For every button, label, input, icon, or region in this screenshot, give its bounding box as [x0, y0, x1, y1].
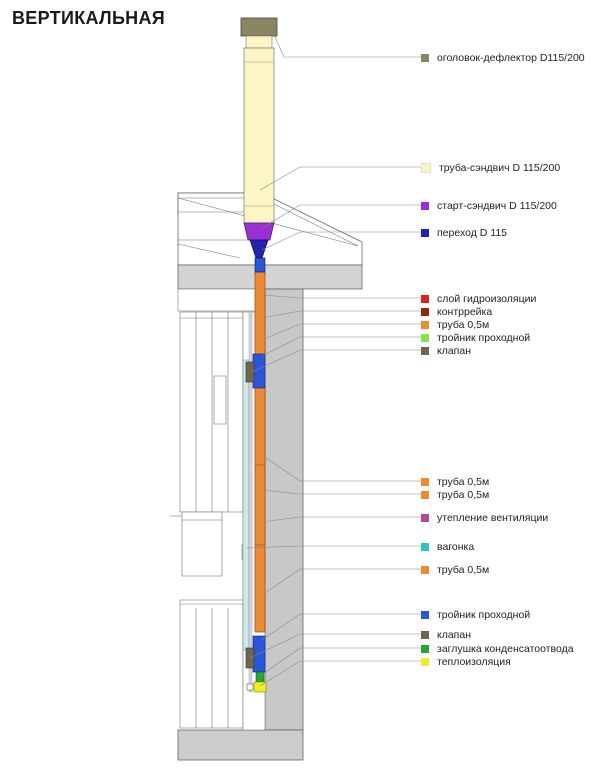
legend-swatch [421, 162, 431, 173]
legend-label: вагонка [437, 540, 475, 553]
legend-swatch [421, 228, 429, 237]
legend-label: труба 0,5м [437, 318, 490, 331]
legend-label: теплоизоляция [437, 655, 511, 668]
legend-label: заглушка конденсатоотвода [437, 642, 574, 655]
legend-label: оголовок-дефлектор D115/200 [437, 51, 585, 64]
legend-item-counter-batten: контррейка [421, 305, 492, 318]
wall [177, 288, 304, 761]
legend-swatch [421, 542, 429, 551]
legend-swatch [421, 320, 429, 329]
legend-swatch [421, 490, 429, 499]
legend-item-tee: тройник проходной [421, 331, 530, 344]
legend-item-valve: клапан [421, 628, 471, 641]
legend-item-sandwich-pipe: труба-сэндвич D 115/200 [421, 161, 560, 174]
legend-swatch [421, 630, 429, 639]
legend-swatch [421, 644, 429, 653]
legend-item-valve: клапан [421, 344, 471, 357]
legend-label: тройник проходной [437, 608, 531, 621]
sandwich-chimney [240, 17, 278, 273]
legend-label: старт-сэндвич D 115/200 [437, 199, 557, 212]
legend-item-tee: тройник проходной [421, 608, 530, 621]
legend-label: утепление вентиляции [437, 511, 549, 524]
legend-swatch [421, 307, 429, 316]
legend-item-pipe: труба 0,5м [421, 563, 489, 576]
legend-swatch [421, 294, 429, 303]
legend-swatch [421, 657, 429, 666]
legend-item-pipe: труба 0,5м [421, 318, 489, 331]
legend-item-pipe: труба 0,5м [421, 475, 489, 488]
legend-label: клапан [437, 344, 472, 357]
legend-label: переход D 115 [437, 226, 507, 239]
legend-item-vent-insulation: утепление вентиляции [421, 511, 548, 524]
legend-label: слой гидроизоляции [437, 292, 537, 305]
legend-item-thermal-insulation: теплоизоляция [421, 655, 511, 668]
legend-label: труба 0,5м [437, 563, 490, 576]
legend-swatch [421, 565, 429, 574]
legend-swatch [421, 201, 429, 210]
legend-label: труба-сэндвич D 115/200 [439, 161, 561, 174]
interior-walls [170, 311, 251, 729]
legend-item-adapter: переход D 115 [421, 226, 507, 239]
legend-item-waterproofing: слой гидроизоляции [421, 292, 536, 305]
legend-item-lining: вагонка [421, 540, 474, 553]
legend-item-start-sandwich: старт-сэндвич D 115/200 [421, 199, 557, 212]
legend-swatch [421, 333, 429, 342]
legend-swatch [421, 610, 429, 619]
legend-label: тройник проходной [437, 331, 531, 344]
leader-lines [245, 29, 421, 687]
legend-item-condensate-cap: заглушка конденсатоотвода [421, 642, 574, 655]
legend-label: труба 0,5м [437, 475, 490, 488]
legend-item-pipe: труба 0,5м [421, 488, 489, 501]
legend-swatch [421, 477, 429, 486]
legend-swatch [421, 53, 429, 62]
legend-label: контррейка [437, 305, 493, 318]
legend-swatch [421, 513, 429, 522]
legend-item-cap-deflector: оголовок-дефлектор D115/200 [421, 51, 585, 64]
legend-swatch [421, 346, 429, 355]
legend-label: труба 0,5м [437, 488, 490, 501]
diagram-title: ВЕРТИКАЛЬНАЯ [12, 8, 166, 28]
legend-label: клапан [437, 628, 472, 641]
